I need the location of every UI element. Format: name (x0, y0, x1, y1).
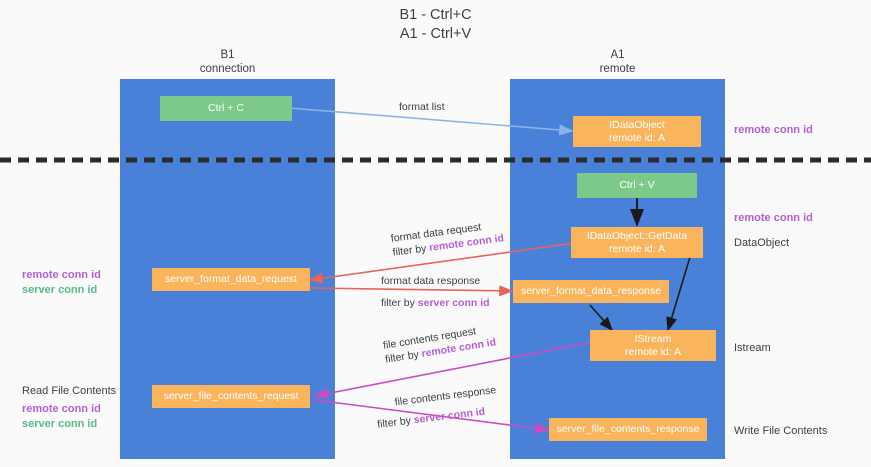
annotation-left-read-remote-conn-id: remote conn id (22, 403, 101, 415)
node-ctrl-v-label: Ctrl + V (619, 179, 655, 191)
arrow-format-list (276, 106, 574, 136)
lane-header-a1-name: A1 (610, 49, 625, 61)
node-idataobject-getdata-line2: remote id: A (608, 242, 666, 255)
node-idataobject-line1: IDataObject (609, 118, 665, 131)
filter-prefix: filter by (381, 297, 418, 309)
node-ctrl-c-label: Ctrl + C (208, 102, 244, 114)
node-istream-line1: IStream (634, 332, 672, 345)
edge-label-format-data-response-filter: filter by server conn id (381, 296, 490, 310)
annotation-left-server-conn-id: server conn id (22, 284, 98, 296)
node-idataobject[interactable]: IDataObject remote id: A (573, 116, 701, 147)
node-idataobject-getdata[interactable]: IDataObject::GetData remote id: A (571, 227, 703, 258)
edge-label-format-data-response-text: format data response (381, 275, 481, 287)
annotation-dataobject: DataObject (734, 237, 790, 249)
node-idataobject-line2: remote id: A (608, 131, 666, 144)
node-server-format-data-request[interactable]: server_format_data_request (152, 268, 310, 291)
node-server-file-contents-response-label: server_file_contents_response (556, 423, 700, 435)
node-server-format-data-request-label: server_format_data_request (165, 273, 297, 285)
arrow-format-data-request (308, 242, 576, 284)
edge-label-format-data-response: format data response filter by server co… (381, 274, 490, 310)
diagram-title: B1 - Ctrl+C A1 - Ctrl+V (0, 6, 871, 44)
annotation-left-remote-conn-id: remote conn id (22, 269, 101, 281)
arrow-format-data-response (310, 285, 514, 297)
annotation-read-file-contents: Read File Contents (22, 385, 117, 397)
node-server-file-contents-request[interactable]: server_file_contents_request (152, 385, 310, 408)
lane-header-b1-role: connection (199, 63, 256, 75)
lane-header-b1-name: B1 (220, 49, 235, 61)
node-ctrl-c[interactable]: Ctrl + C (160, 96, 292, 121)
filter-key-server-conn-id: server conn id (417, 297, 490, 309)
annotation-write-file-contents: Write File Contents (734, 425, 828, 437)
node-ctrl-v[interactable]: Ctrl + V (577, 173, 697, 198)
node-server-format-data-response[interactable]: server_format_data_response (513, 280, 669, 303)
arrow-getdata-to-istream (666, 256, 691, 332)
node-server-file-contents-response[interactable]: server_file_contents_response (549, 418, 707, 441)
arrow-file-contents-request (313, 341, 593, 400)
node-idataobject-getdata-line1: IDataObject::GetData (586, 229, 688, 242)
lane-header-a1-role: remote (599, 63, 636, 75)
lane-header-a1: A1 remote (510, 48, 725, 76)
arrow-response-to-istream (589, 304, 614, 332)
node-istream[interactable]: IStream remote id: A (590, 330, 716, 361)
annotation-istream: Istream (734, 342, 771, 354)
lane-header-b1: B1 connection (120, 48, 335, 76)
node-server-file-contents-request-label: server_file_contents_request (163, 390, 299, 402)
node-server-format-data-response-label: server_format_data_response (520, 285, 662, 297)
title-line-2: A1 - Ctrl+V (399, 26, 472, 42)
annotation-remote-conn-id-mid: remote conn id (734, 212, 813, 224)
annotation-left-read-server-conn-id: server conn id (22, 418, 98, 430)
edge-label-format-list-text: format list (399, 101, 445, 113)
title-line-1: B1 - Ctrl+C (399, 7, 472, 23)
arrow-file-contents-response (314, 399, 550, 434)
node-istream-line2: remote id: A (624, 345, 682, 358)
annotation-remote-conn-id-top: remote conn id (734, 124, 813, 136)
edge-label-format-list: format list (399, 100, 445, 114)
